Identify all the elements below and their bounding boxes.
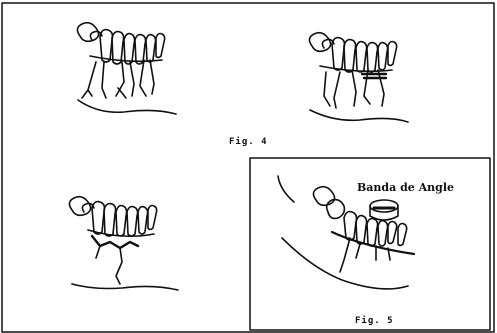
fig5-caption: Fig. 5 bbox=[355, 316, 394, 326]
fig4-caption: Fig. 4 bbox=[229, 137, 268, 147]
dental-arch-drawing-top-left bbox=[77, 23, 176, 114]
band-label: Banda de Angle bbox=[357, 181, 454, 194]
angle-band bbox=[370, 200, 398, 212]
outer-frame bbox=[2, 3, 494, 332]
dental-arch-drawing-bottom-left bbox=[69, 197, 178, 290]
dental-arch-drawing-top-right bbox=[309, 33, 408, 122]
